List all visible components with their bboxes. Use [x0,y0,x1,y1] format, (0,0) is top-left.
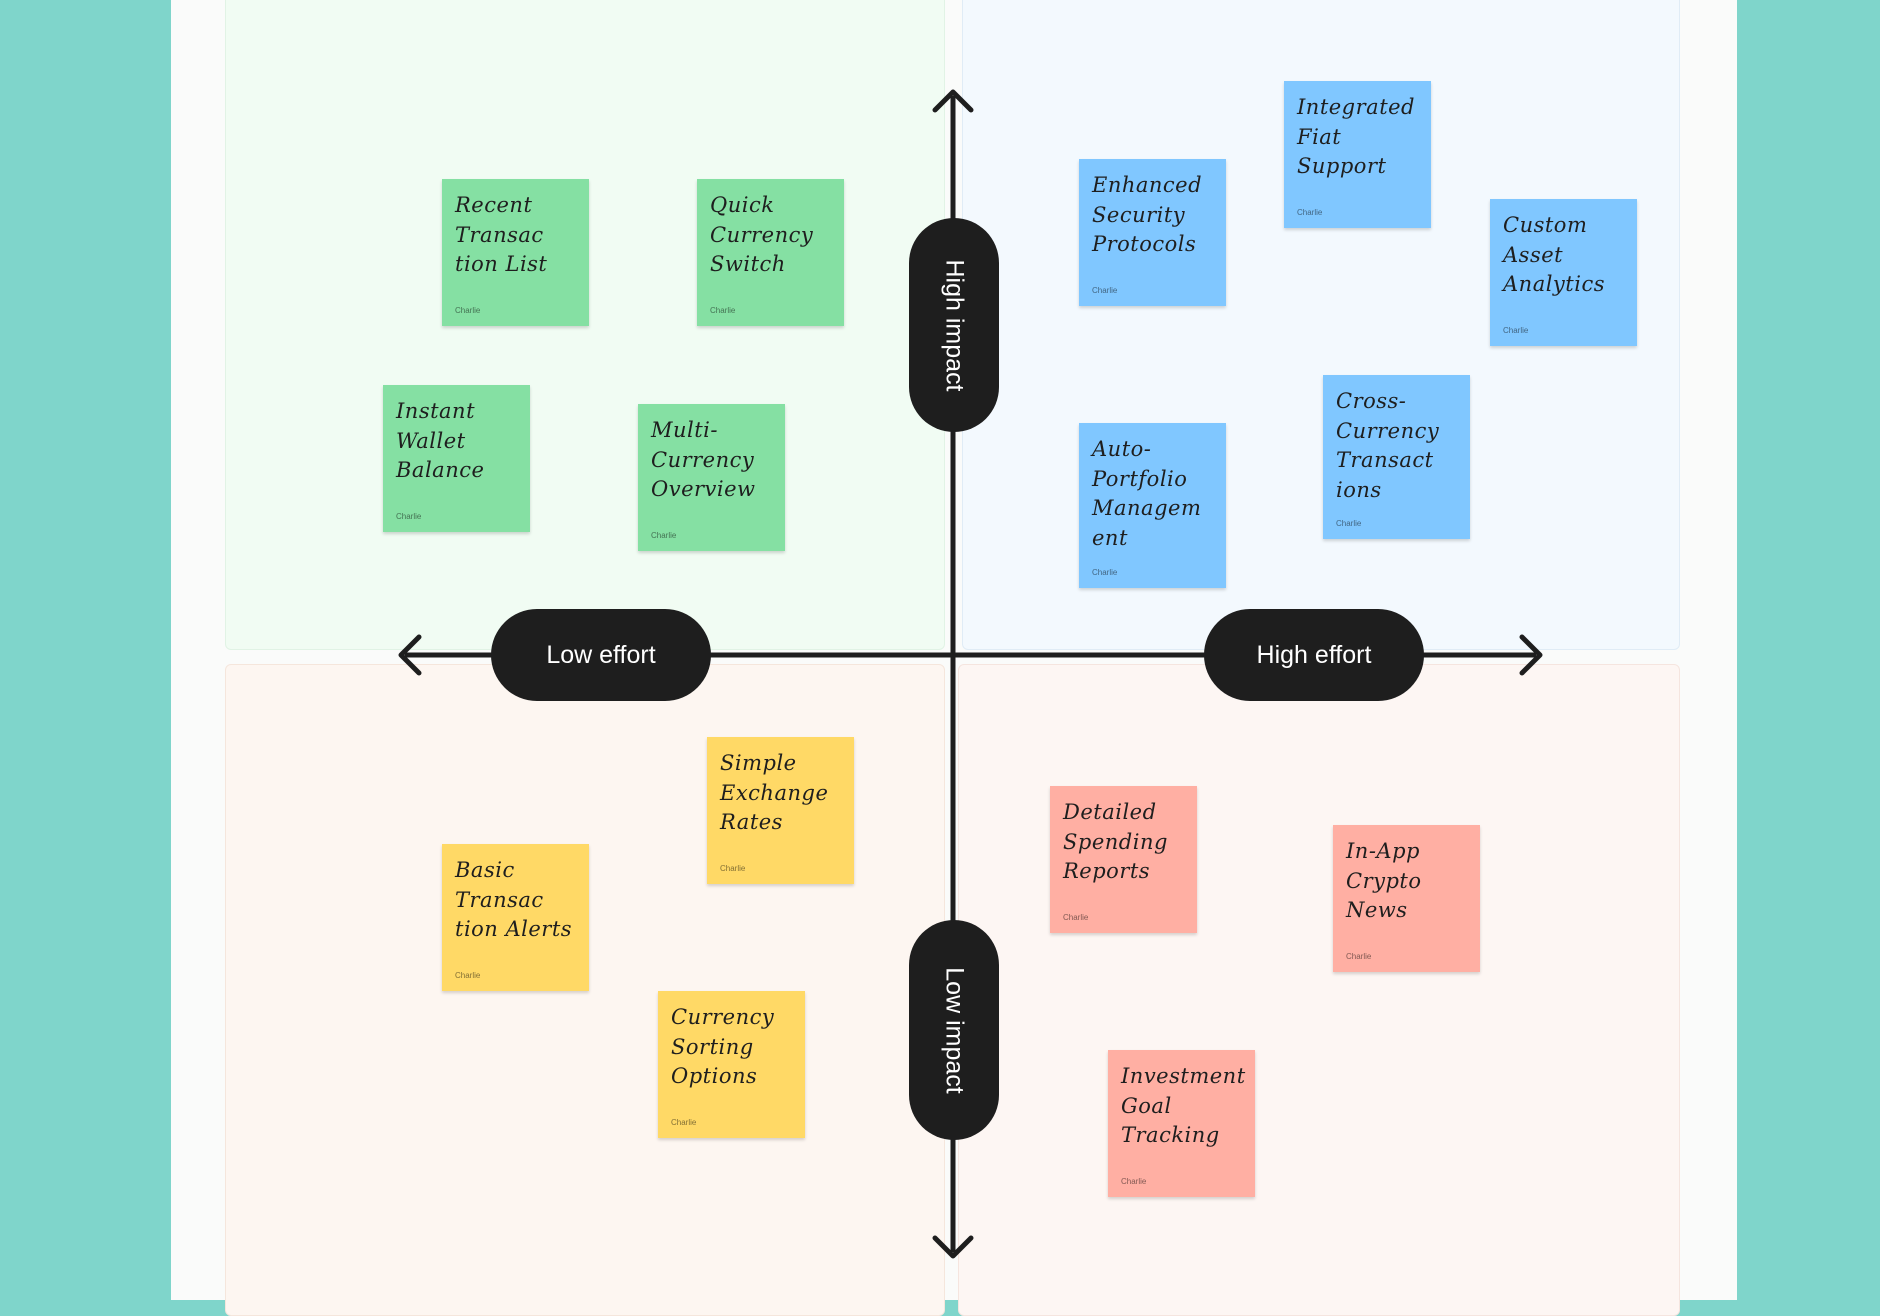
note-author: Charlie [720,864,746,873]
note-author: Charlie [455,971,481,980]
note-text: Simple Exchange Rates [720,751,829,834]
sticky-note[interactable]: Cross- Currency Transact ions Charlie [1323,375,1470,539]
note-text: Enhanced Security Protocols [1092,173,1203,256]
note-author: Charlie [710,306,736,315]
note-text: Cross- Currency Transact ions [1336,389,1440,502]
note-text: Detailed Spending Reports [1063,800,1168,883]
sticky-note[interactable]: Custom Asset Analytics Charlie [1490,199,1637,346]
note-author: Charlie [1063,913,1089,922]
sticky-note[interactable]: Currency Sorting Options Charlie [658,991,805,1138]
note-text: Basic Transac tion Alerts [455,858,573,941]
note-author: Charlie [1092,286,1118,295]
note-text: In-App Crypto News [1346,839,1422,922]
note-author: Charlie [396,512,422,521]
note-text: Multi- Currency Overview [651,418,756,501]
note-text: Currency Sorting Options [671,1005,775,1088]
arrow-left-icon [398,634,422,676]
low-effort-label[interactable]: Low effort [491,609,711,701]
sticky-note[interactable]: In-App Crypto News Charlie [1333,825,1480,972]
sticky-note[interactable]: Investment Goal Tracking Charlie [1108,1050,1255,1197]
arrow-right-icon [1519,634,1543,676]
note-author: Charlie [671,1118,697,1127]
sticky-note[interactable]: Auto- Portfolio Managem ent Charlie [1079,423,1226,588]
sticky-note[interactable]: Integrated Fiat Support Charlie [1284,81,1431,228]
note-text: Investment Goal Tracking [1121,1064,1246,1147]
sticky-note[interactable]: Instant Wallet Balance Charlie [383,385,530,532]
note-text: Recent Transac tion List [455,193,548,276]
note-author: Charlie [1336,519,1362,528]
sticky-note[interactable]: Simple Exchange Rates Charlie [707,737,854,884]
note-author: Charlie [1346,952,1372,961]
sticky-note[interactable]: Enhanced Security Protocols Charlie [1079,159,1226,306]
sticky-note[interactable]: Quick Currency Switch Charlie [697,179,844,326]
note-author: Charlie [651,531,677,540]
note-author: Charlie [1503,326,1529,335]
quadrant-low-impact-high-effort [958,664,1680,1316]
high-effort-label[interactable]: High effort [1204,609,1424,701]
note-author: Charlie [1297,208,1323,217]
sticky-note[interactable]: Multi- Currency Overview Charlie [638,404,785,551]
note-text: Custom Asset Analytics [1503,213,1605,296]
note-text: Quick Currency Switch [710,193,814,276]
note-author: Charlie [1121,1177,1147,1186]
whiteboard-canvas[interactable]: High impact Low impact Low effort High e… [171,0,1737,1316]
note-author: Charlie [1092,568,1118,577]
note-text: Integrated Fiat Support [1297,95,1415,178]
sticky-note[interactable]: Detailed Spending Reports Charlie [1050,786,1197,933]
sticky-note[interactable]: Basic Transac tion Alerts Charlie [442,844,589,991]
arrow-down-icon [932,1235,974,1259]
high-impact-label[interactable]: High impact [909,218,999,432]
note-text: Auto- Portfolio Managem ent [1092,437,1202,550]
note-text: Instant Wallet Balance [396,399,485,482]
note-author: Charlie [455,306,481,315]
arrow-up-icon [932,89,974,113]
low-impact-label[interactable]: Low impact [909,920,999,1140]
sticky-note[interactable]: Recent Transac tion List Charlie [442,179,589,326]
